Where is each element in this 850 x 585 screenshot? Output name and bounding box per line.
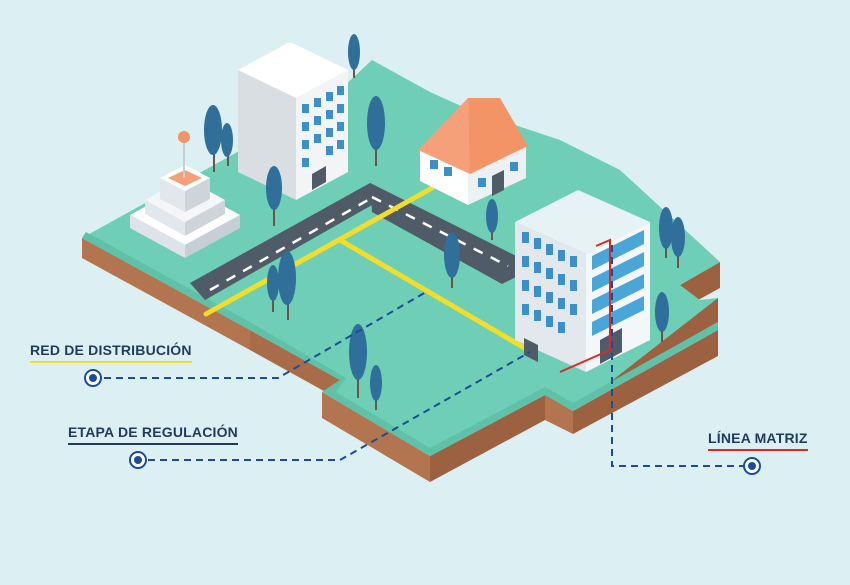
callout-line-regulation [148,351,531,461]
tree [444,232,460,288]
house [418,98,528,205]
tree [266,166,282,226]
tree [221,123,233,166]
distribution-pipes [203,185,531,353]
label-distribution-network: RED DE DISTRIBUCIÓN [30,342,192,363]
trees [204,34,685,410]
callout-marker-main[interactable] [743,457,761,475]
tree [655,292,669,342]
tree [367,96,385,166]
callout-lines [104,245,744,467]
tree [278,251,296,320]
tree [370,365,382,410]
callout-marker-regulation[interactable] [129,451,147,469]
office-building-front [515,190,650,373]
label-regulation-underline [68,443,238,445]
label-regulation-text: ETAPA DE REGULACIÓN [68,424,238,440]
tree [486,199,498,240]
regulation-plant [130,131,240,258]
tree [348,34,360,78]
label-distribution-underline [30,361,192,363]
callout-line-distribution [104,291,427,379]
label-distribution-text: RED DE DISTRIBUCIÓN [30,342,192,358]
tree [267,265,279,312]
tree [671,217,685,268]
office-building-back [238,42,348,200]
label-regulation-stage: ETAPA DE REGULACIÓN [68,424,238,445]
tree [349,324,367,398]
label-main-line-underline [708,449,808,451]
label-main-line: LÍNEA MATRIZ [708,430,808,451]
tree [659,207,673,258]
tree [204,105,222,172]
callout-line-main [611,245,744,467]
label-main-line-text: LÍNEA MATRIZ [708,430,808,446]
callout-marker-distribution[interactable] [84,369,102,387]
